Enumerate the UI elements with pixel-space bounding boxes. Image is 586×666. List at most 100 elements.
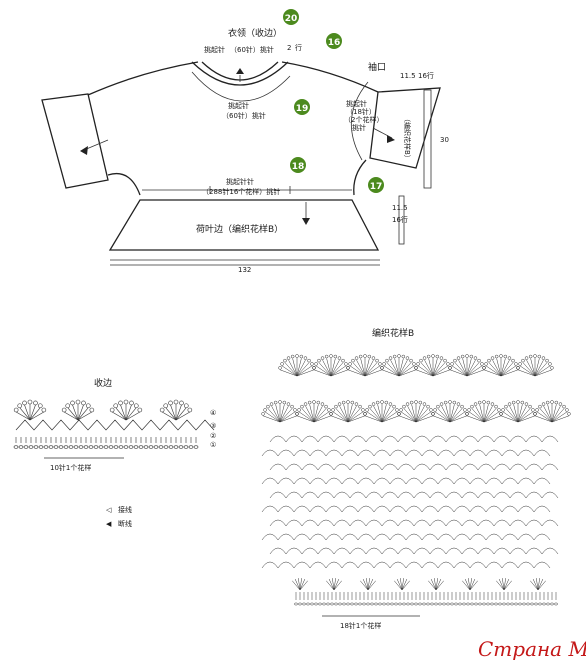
picot <box>550 400 554 404</box>
mesh-arc <box>277 477 295 485</box>
shell-stitch <box>381 408 395 423</box>
mesh-arc <box>333 463 351 471</box>
chain-stitch <box>426 602 430 606</box>
chain-stitch <box>326 602 330 606</box>
mesh-arc <box>437 477 455 485</box>
picot <box>295 412 299 416</box>
picot <box>541 356 546 360</box>
sleeve-pattern: （编织花样B） <box>403 115 412 162</box>
shell-stitch <box>502 411 519 423</box>
picot <box>346 400 350 404</box>
mesh-arc <box>285 519 303 527</box>
double-crochet <box>175 404 182 421</box>
picot <box>263 408 267 412</box>
picot <box>341 358 345 363</box>
mesh-arc <box>389 561 407 569</box>
picot <box>183 403 189 409</box>
chain-stitch <box>406 602 410 606</box>
shell-stitch <box>279 404 285 423</box>
chain-stitch <box>498 602 502 606</box>
shell-stitch <box>484 369 502 377</box>
shell-stitch <box>318 362 332 377</box>
mesh-arc <box>373 449 391 457</box>
picot <box>290 354 295 359</box>
double-crochet <box>161 411 177 421</box>
mesh-arc <box>461 547 479 555</box>
double-crochet <box>77 407 89 421</box>
shell-stitch <box>500 362 514 377</box>
mesh-arc <box>293 533 311 541</box>
picot <box>380 400 384 404</box>
fan-stitch <box>462 580 471 591</box>
picot <box>286 402 291 406</box>
chain-stitch <box>490 602 494 606</box>
patternb-repeat-label: 18针1个花样 <box>340 621 381 630</box>
collar-rows: 2 <box>287 44 291 52</box>
shell-stitch <box>381 415 399 423</box>
chain-stitch <box>470 602 474 606</box>
picot <box>37 403 43 409</box>
shell-stitch <box>281 365 298 377</box>
mesh-arc <box>525 547 543 555</box>
fan-stitch <box>360 580 369 591</box>
mesh-arc <box>349 463 367 471</box>
shell-stitch <box>330 362 344 377</box>
mesh-arc <box>301 435 319 443</box>
shell-stitch <box>339 405 349 423</box>
shell-stitch <box>330 369 348 377</box>
picot <box>65 403 71 409</box>
picot <box>85 403 91 409</box>
shell-stitch <box>441 405 451 423</box>
picot <box>327 408 331 412</box>
picot <box>168 400 173 406</box>
legend-join-symbol: ◁ <box>106 506 112 514</box>
shell-stitch <box>483 405 493 423</box>
picot <box>497 408 501 412</box>
chain-stitch <box>530 602 534 606</box>
shell-stitch <box>369 408 383 423</box>
right-sleeve-panel <box>369 87 441 169</box>
picot <box>61 407 67 413</box>
chain-stitch <box>128 445 134 449</box>
picot <box>375 400 380 405</box>
picot <box>450 362 454 366</box>
picot <box>448 400 452 404</box>
picot <box>22 400 27 406</box>
picot <box>303 402 308 406</box>
chain-stitch <box>454 602 458 606</box>
shell-stitch <box>313 415 331 423</box>
fan-stitch <box>333 578 340 591</box>
mesh-arc <box>421 533 439 541</box>
picot <box>346 366 350 370</box>
shell-stitch <box>377 404 383 423</box>
fan-stitch <box>394 580 403 591</box>
chain-stitch <box>342 602 346 606</box>
shell-stitch <box>398 359 408 377</box>
picot <box>395 408 399 412</box>
shell-stitch <box>296 359 306 377</box>
chain-stitch <box>478 602 482 606</box>
mesh-arc <box>381 547 399 555</box>
ruffle-panel <box>108 199 380 251</box>
chain-stitch <box>28 445 34 449</box>
shell-stitch <box>271 405 281 423</box>
picot <box>261 412 265 416</box>
shell-stitch <box>483 415 501 423</box>
mesh-arc <box>541 491 559 499</box>
picot <box>331 408 335 412</box>
double-crochet <box>165 407 177 421</box>
picot <box>297 408 301 412</box>
shell-stitch <box>416 369 434 377</box>
chain-stitch <box>526 602 530 606</box>
picot <box>324 404 328 409</box>
shell-stitch <box>517 405 527 423</box>
chain-stitch <box>466 602 470 606</box>
collar-count-label: （60针）挑针 <box>230 45 274 54</box>
collar-pick-label: 挑起针 <box>204 45 225 54</box>
mesh-arc <box>349 435 367 443</box>
picot <box>531 408 535 412</box>
picot <box>456 402 461 406</box>
picot <box>494 404 498 409</box>
shell-stitch <box>513 404 519 423</box>
picot <box>382 362 386 366</box>
